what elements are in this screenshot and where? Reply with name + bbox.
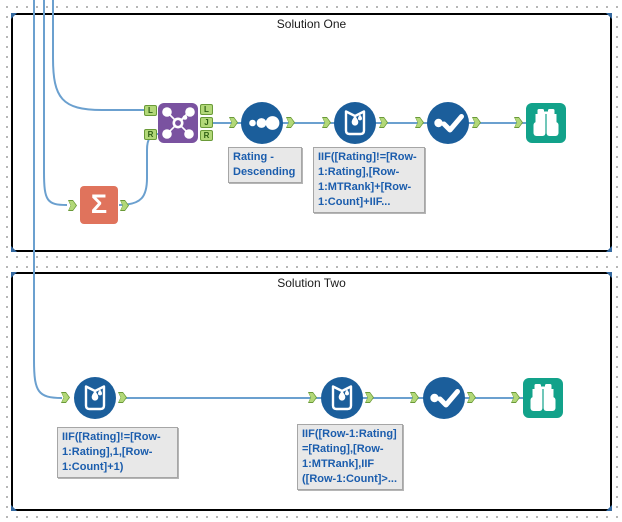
select-input-anchor[interactable] (410, 392, 419, 403)
join-icon (162, 107, 195, 139)
summarize-input-anchor[interactable] (68, 200, 77, 211)
multi-row-formula-tool[interactable] (74, 377, 116, 419)
annotation-multi-row-formula-count[interactable]: IIF([Rating]!=[Row- 1:Rating],1,[Row- 1:… (57, 427, 178, 478)
multi-row-formula-input-anchor[interactable] (308, 392, 317, 403)
browse-binoculars-icon (530, 384, 556, 411)
sort-icon (249, 116, 280, 130)
select-output-anchor[interactable] (467, 392, 476, 403)
container-resize-handle[interactable] (606, 13, 612, 19)
join-output-anchor-left[interactable]: L (200, 104, 213, 115)
connection-wire[interactable] (118, 133, 159, 206)
connection-wire[interactable] (43, 0, 68, 206)
summarize-tool[interactable]: Σ (80, 186, 118, 224)
multi-row-formula-tool[interactable] (334, 102, 376, 144)
browse-tool[interactable] (526, 103, 566, 143)
multi-row-formula-icon (331, 385, 353, 411)
connection-wire[interactable] (52, 0, 146, 111)
multi-row-formula-output-anchor[interactable] (379, 117, 388, 128)
select-icon (434, 114, 464, 133)
multi-row-formula-input-anchor[interactable] (61, 392, 70, 403)
join-output-anchor-join[interactable]: J (200, 117, 213, 128)
container-resize-handle[interactable] (606, 505, 612, 511)
multi-row-formula-output-anchor[interactable] (365, 392, 374, 403)
multi-row-formula-tool[interactable] (321, 377, 363, 419)
annotation-multi-row-formula-one[interactable]: IIF([Rating]!=[Row- 1:Rating],[Row- 1:MT… (313, 147, 425, 213)
container-resize-handle[interactable] (11, 13, 17, 19)
container-title[interactable]: Solution Two (277, 276, 346, 290)
container-resize-handle[interactable] (11, 272, 17, 278)
sort-output-anchor[interactable] (286, 117, 295, 128)
browse-binoculars-icon (533, 109, 559, 136)
browse-tool[interactable] (523, 378, 563, 418)
container-resize-handle[interactable] (606, 246, 612, 252)
join-input-anchor-left[interactable]: L (144, 105, 157, 116)
container-resize-handle[interactable] (11, 505, 17, 511)
annotation-multi-row-formula-rank[interactable]: IIF([Row-1:Rating] =[Rating],[Row- 1:MTR… (297, 424, 403, 490)
multi-row-formula-output-anchor[interactable] (118, 392, 127, 403)
sort-input-anchor[interactable] (229, 117, 238, 128)
container-resize-handle[interactable] (606, 272, 612, 278)
browse-input-anchor[interactable] (511, 392, 520, 403)
select-output-anchor[interactable] (472, 117, 481, 128)
join-input-anchor-right[interactable]: R (144, 129, 157, 140)
summarize-sigma-icon: Σ (90, 189, 108, 219)
browse-input-anchor[interactable] (514, 117, 523, 128)
sort-tool[interactable] (241, 102, 283, 144)
connection-wire[interactable] (33, 0, 63, 399)
multi-row-formula-input-anchor[interactable] (322, 117, 331, 128)
multi-row-formula-icon (344, 110, 366, 136)
join-tool[interactable] (158, 103, 198, 143)
select-icon (430, 389, 460, 408)
select-input-anchor[interactable] (415, 117, 424, 128)
multi-row-formula-icon (84, 385, 106, 411)
container-resize-handle[interactable] (11, 246, 17, 252)
container-title[interactable]: Solution One (276, 17, 347, 31)
annotation-sort[interactable]: Rating - Descending (228, 147, 302, 183)
select-tool[interactable] (427, 102, 469, 144)
summarize-output-anchor[interactable] (120, 200, 129, 211)
join-output-anchor-right[interactable]: R (200, 130, 213, 141)
select-tool[interactable] (423, 377, 465, 419)
